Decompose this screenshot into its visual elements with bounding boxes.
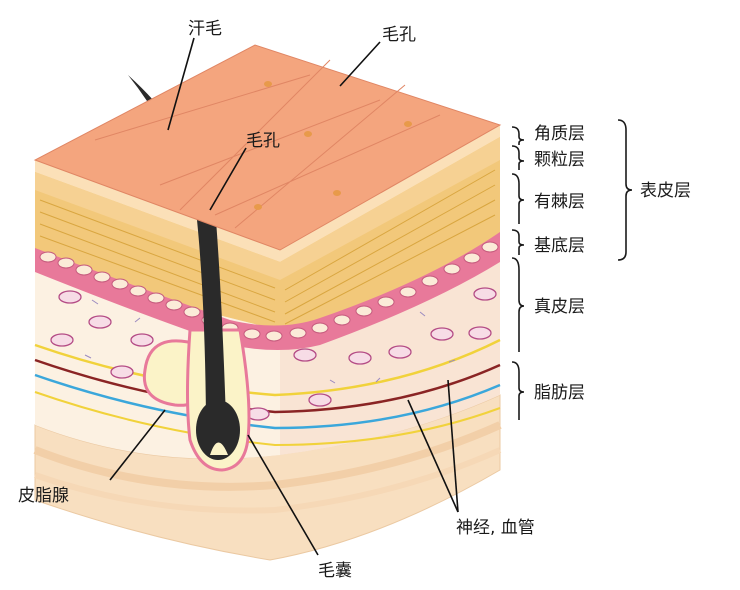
label-pore-top: 毛孔 [382, 25, 416, 45]
label-sweat-hair: 汗毛 [188, 19, 222, 39]
label-stratum-spinosum: 有棘层 [534, 192, 585, 212]
fat-stripe-2 [34, 447, 502, 514]
dermis-cells [50, 287, 497, 421]
nerve-yellow [34, 338, 501, 397]
granular-right [280, 137, 500, 280]
label-stratum-corneum: 角质层 [534, 124, 585, 144]
dermal-papilla [210, 442, 228, 455]
label-pore-hair: 毛孔 [246, 131, 280, 151]
granular-left [35, 172, 280, 280]
label-hair-follicle: 毛囊 [318, 561, 352, 581]
label-epidermis: 表皮层 [640, 181, 691, 201]
layer-brackets [511, 119, 633, 420]
spinous-cells-left [39, 199, 276, 323]
leader-lines [109, 37, 459, 556]
vessel-red [34, 358, 501, 414]
corneum-right [280, 125, 500, 262]
surface-grid [94, 59, 441, 229]
vessel-blue [34, 373, 501, 430]
surface-pores [254, 81, 412, 210]
nerve-yellow-2 [34, 391, 501, 447]
label-stratum-granulosum: 颗粒层 [534, 150, 585, 170]
basal-cells [39, 241, 499, 342]
label-subcutaneous-fat: 脂肪层 [534, 383, 585, 403]
label-nerves-vessels: 神经, 血管 [456, 518, 535, 538]
fat-stripe [33, 421, 502, 491]
label-dermis: 真皮层 [534, 297, 585, 317]
label-sebaceous-gland: 皮脂腺 [18, 486, 69, 506]
spinous-cells-right [284, 169, 496, 325]
corneum-left [35, 160, 280, 262]
label-stratum-basale: 基底层 [534, 236, 585, 256]
